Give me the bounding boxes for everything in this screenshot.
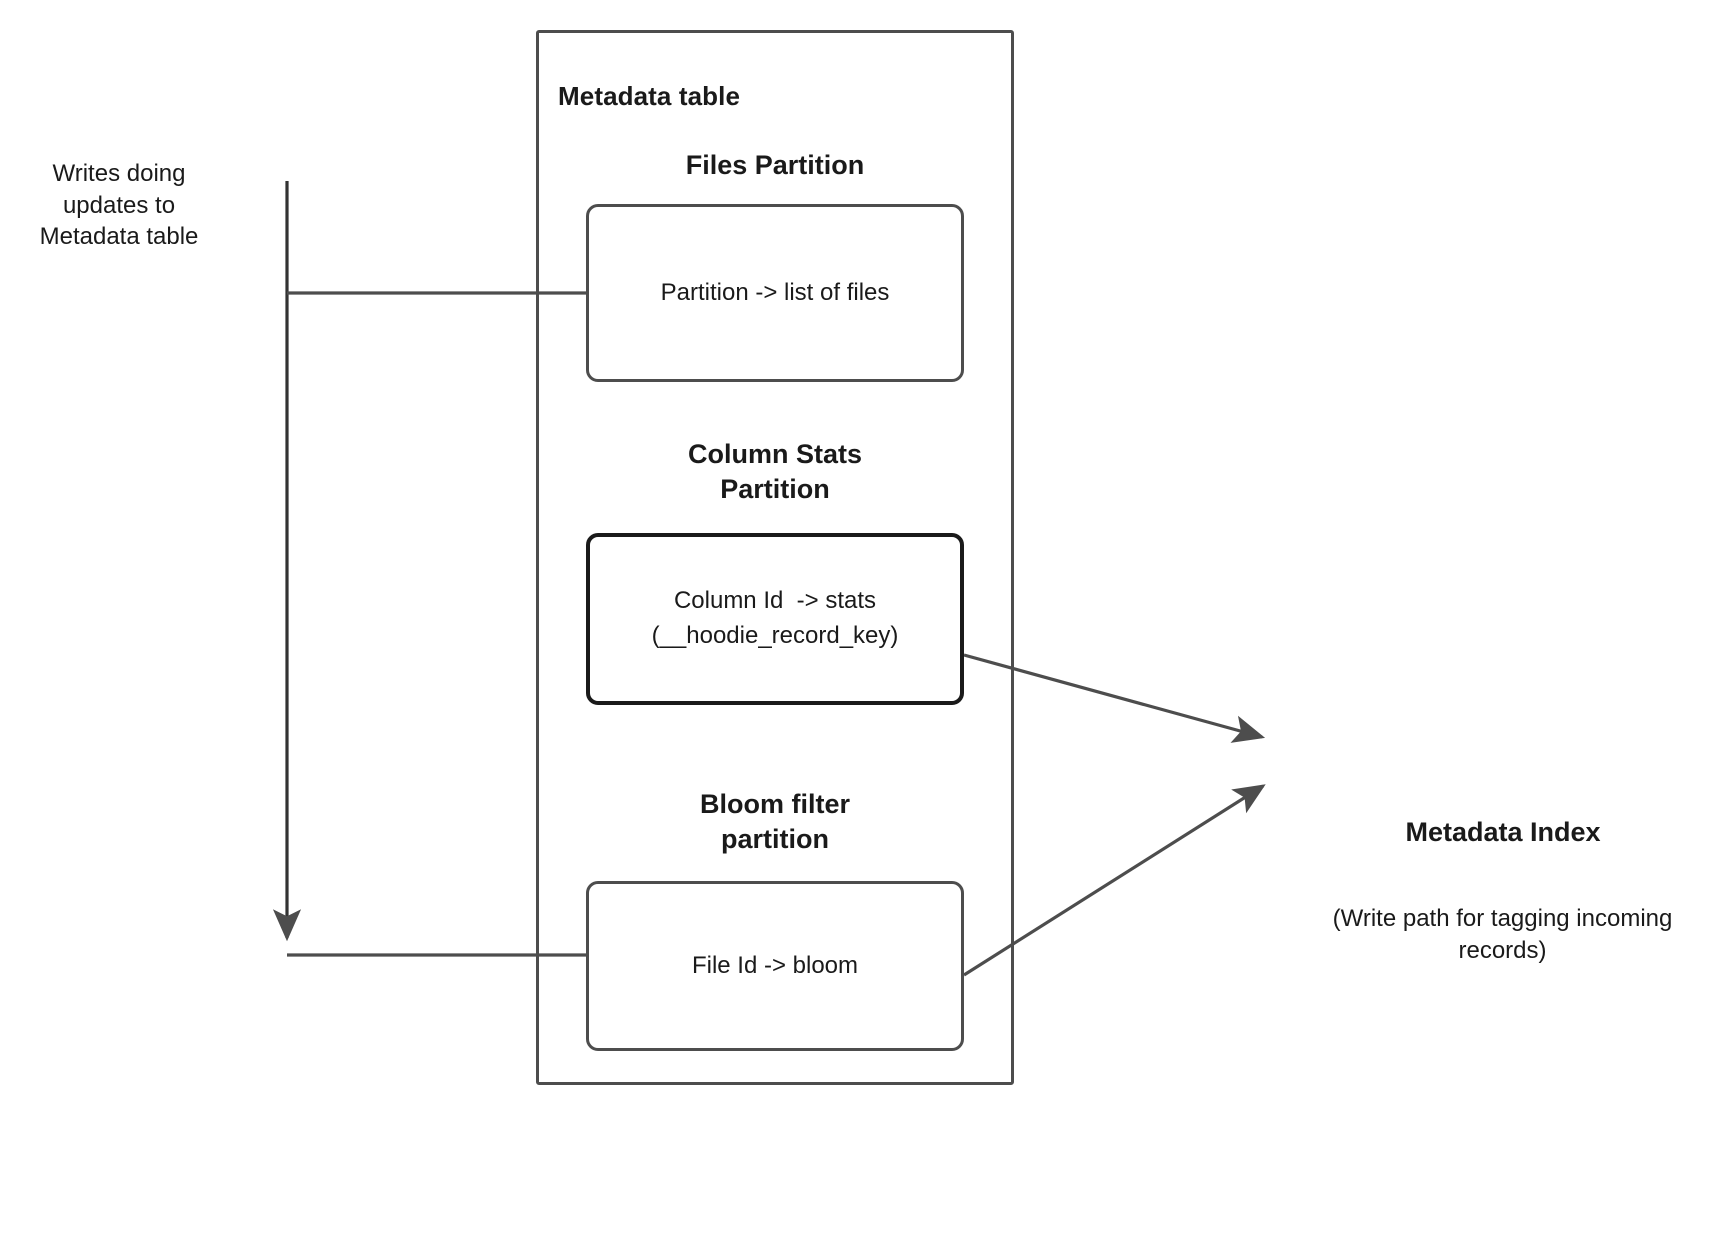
files-partition-box-text: Partition -> list of files (660, 278, 890, 306)
metadata-index-note: (Write path for tagging incoming records… (1332, 905, 1680, 965)
bloom-filter-partition-heading: Bloom filter partition (699, 789, 850, 855)
metadata-table-title: Metadata table (558, 81, 741, 111)
column-stats-partition-box[interactable]: Column Id -> stats (__hoodie_record_key) (586, 533, 964, 705)
metadata-table-container (536, 30, 1014, 1085)
files-partition-heading: Files Partition (685, 150, 865, 180)
bloom-filter-partition-box[interactable]: File Id -> bloom (586, 881, 964, 1051)
column-stats-partition-box-text: Column Id -> stats (__hoodie_record_key) (651, 587, 899, 649)
column-stats-partition-heading: Column Stats Partition (687, 439, 862, 505)
writes-annotation-label: Writes doing updates to Metadata table (39, 160, 199, 251)
metadata-index-title: Metadata Index (1405, 817, 1601, 847)
files-partition-box[interactable]: Partition -> list of files (586, 204, 964, 382)
bloom-filter-partition-box-text: File Id -> bloom (691, 951, 859, 979)
